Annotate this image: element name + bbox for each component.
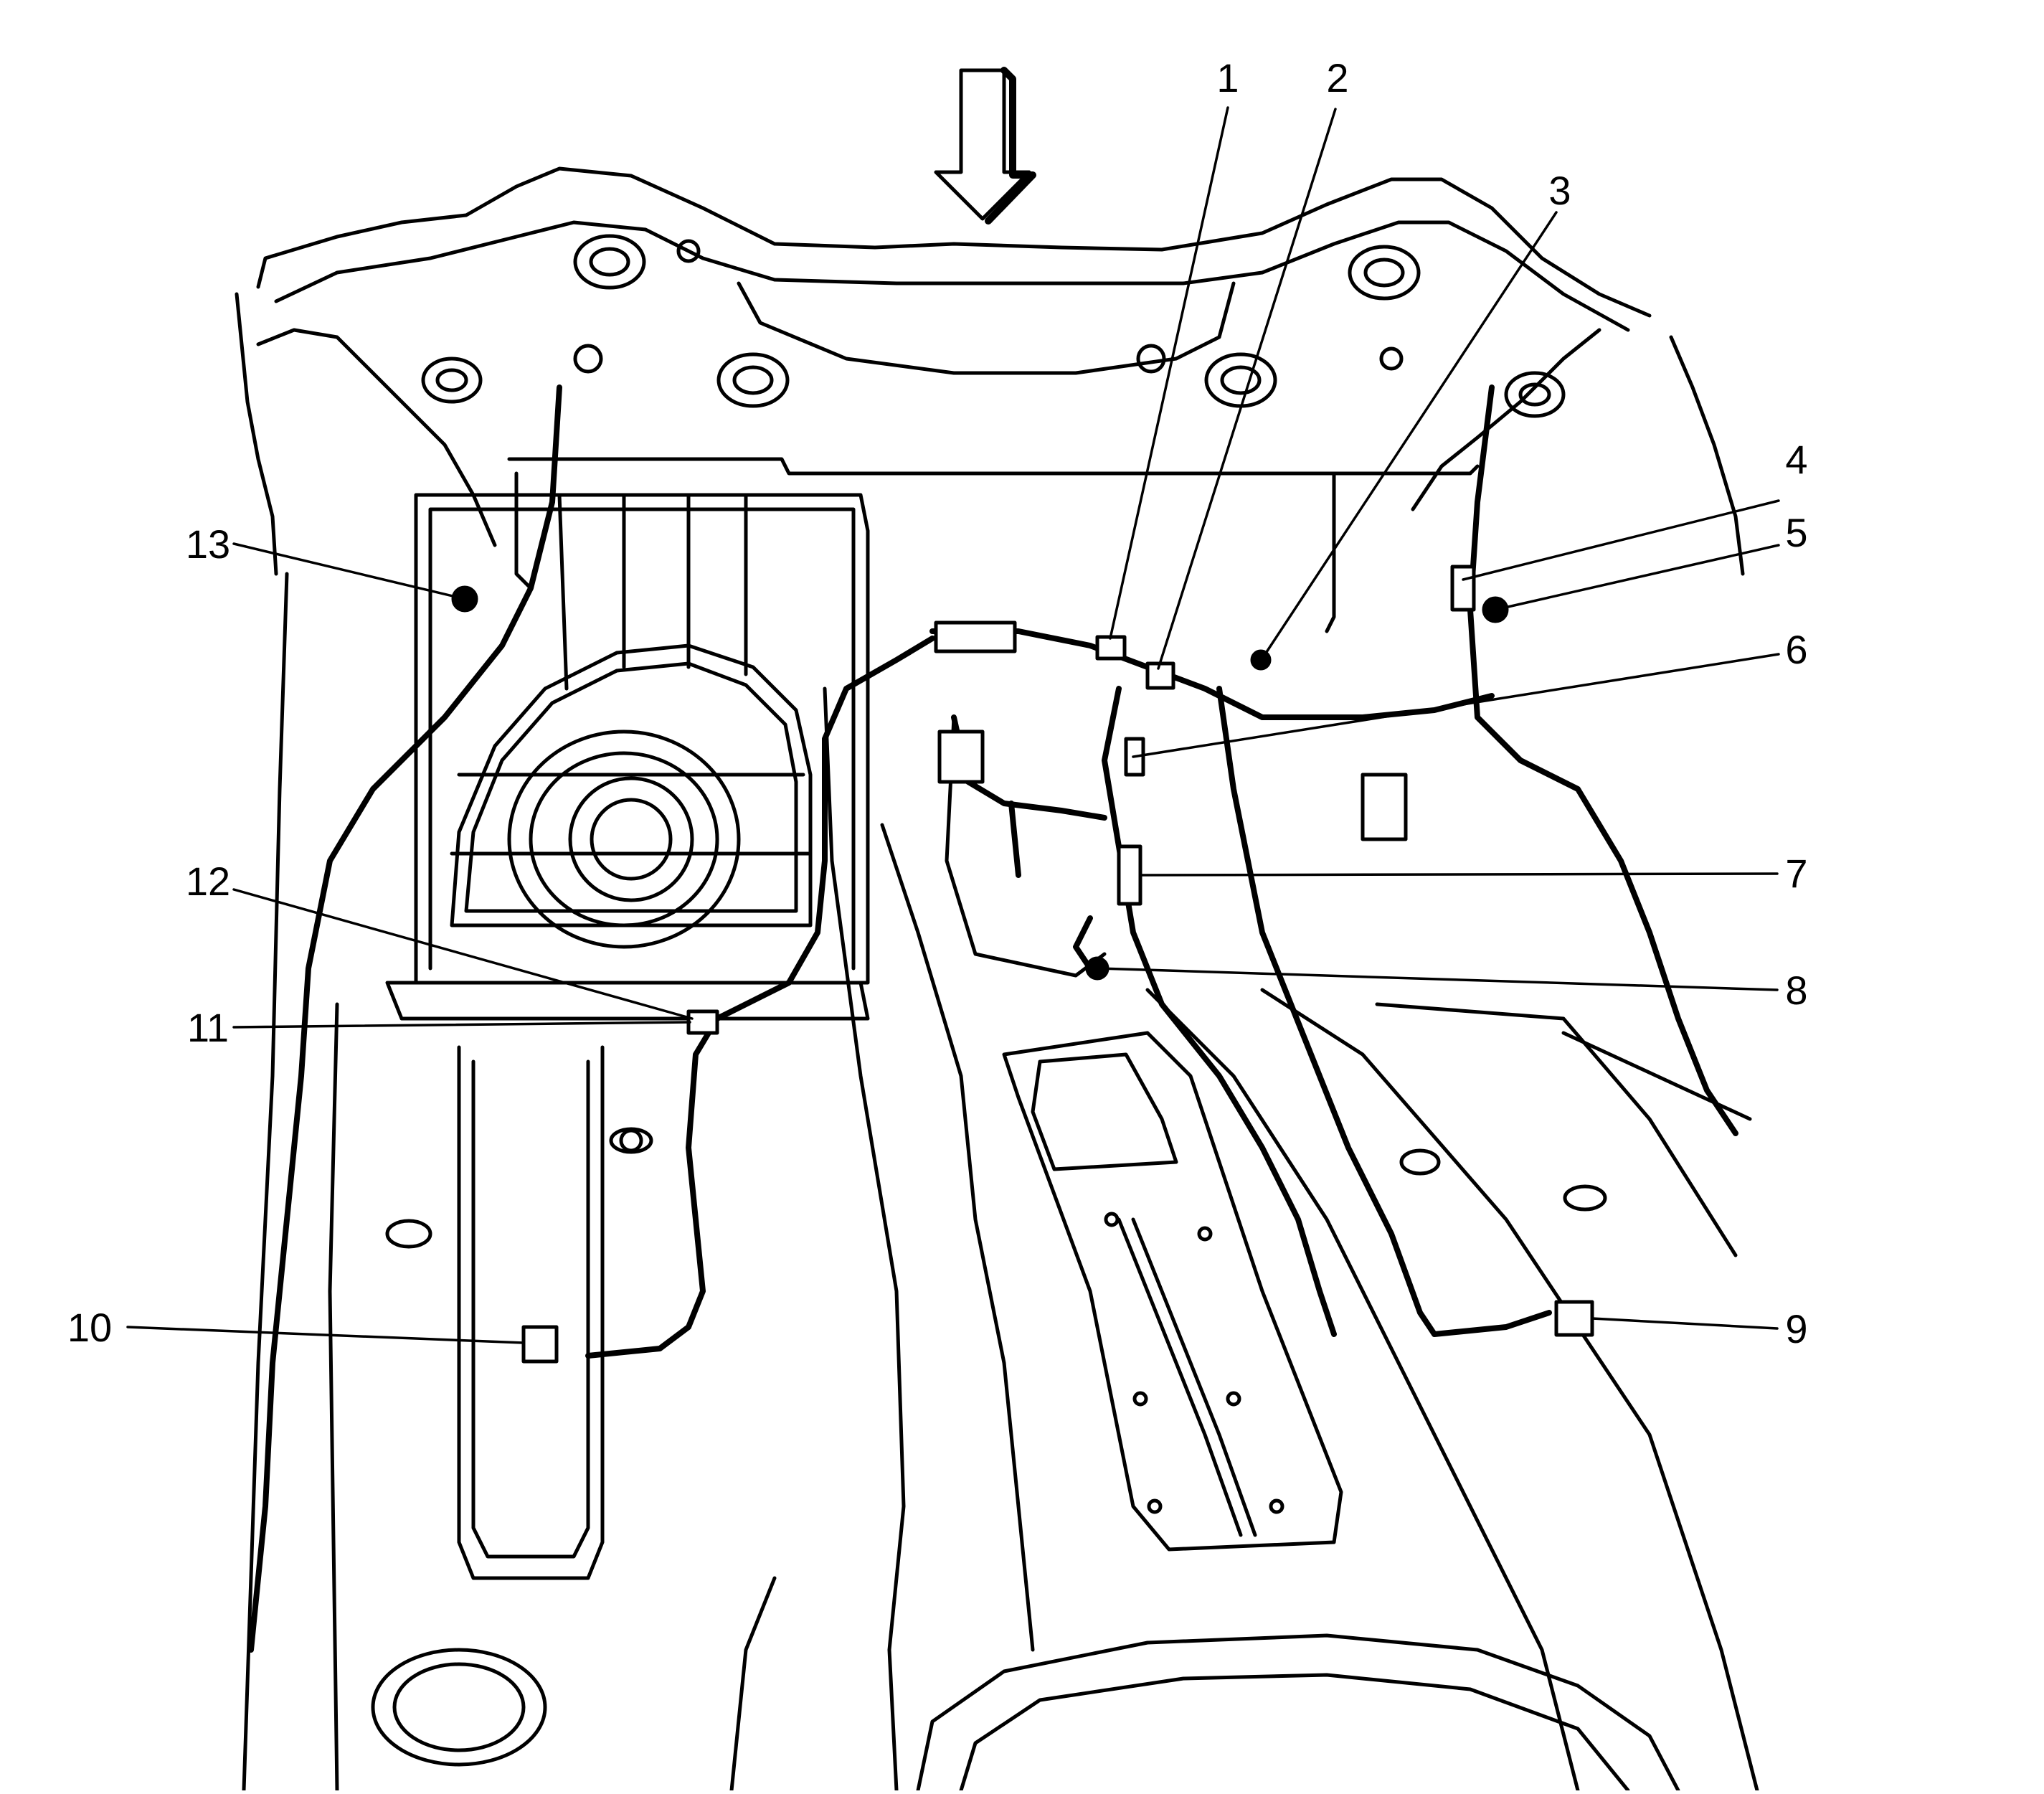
connectors <box>451 565 1594 1364</box>
leader-line-13 <box>232 542 466 600</box>
leader-line-9 <box>1591 1317 1779 1330</box>
leader-line-10 <box>126 1326 525 1344</box>
leader-line-2 <box>1157 108 1337 670</box>
leader-line-4 <box>1462 499 1780 581</box>
leader-line-3 <box>1261 211 1558 660</box>
callout-4: 4 <box>1785 437 1807 482</box>
leader-line-8 <box>1097 967 1779 991</box>
callout-11: 11 <box>187 1005 229 1050</box>
floor-pan <box>242 572 1759 1793</box>
callout-8: 8 <box>1785 968 1807 1013</box>
callout-10: 10 <box>67 1305 112 1350</box>
leader-line-5 <box>1494 544 1780 611</box>
leader-line-12 <box>232 888 694 1020</box>
callout-9: 9 <box>1785 1306 1807 1351</box>
callout-13: 13 <box>186 521 230 567</box>
leader-line-6 <box>1132 653 1780 758</box>
callout-7: 7 <box>1785 851 1807 896</box>
leader-line-1 <box>1109 106 1229 640</box>
callout-2: 2 <box>1326 55 1348 100</box>
leader-line-7 <box>1139 872 1779 877</box>
rear-body-panel <box>235 166 1745 633</box>
callout-3: 3 <box>1548 168 1571 213</box>
callout-12: 12 <box>186 859 230 904</box>
mounting-holes <box>421 234 1566 418</box>
callout-5: 5 <box>1785 510 1807 555</box>
callout-6: 6 <box>1785 627 1807 672</box>
leader-lines <box>126 106 1780 1344</box>
callout-labels: 1 2 3 4 5 6 7 8 9 10 11 12 13 <box>67 55 1808 1351</box>
down-arrow-icon <box>934 67 1036 225</box>
subwoofer-enclosure <box>385 493 870 1021</box>
leader-line-11 <box>232 1021 691 1029</box>
callout-1: 1 <box>1216 55 1239 100</box>
